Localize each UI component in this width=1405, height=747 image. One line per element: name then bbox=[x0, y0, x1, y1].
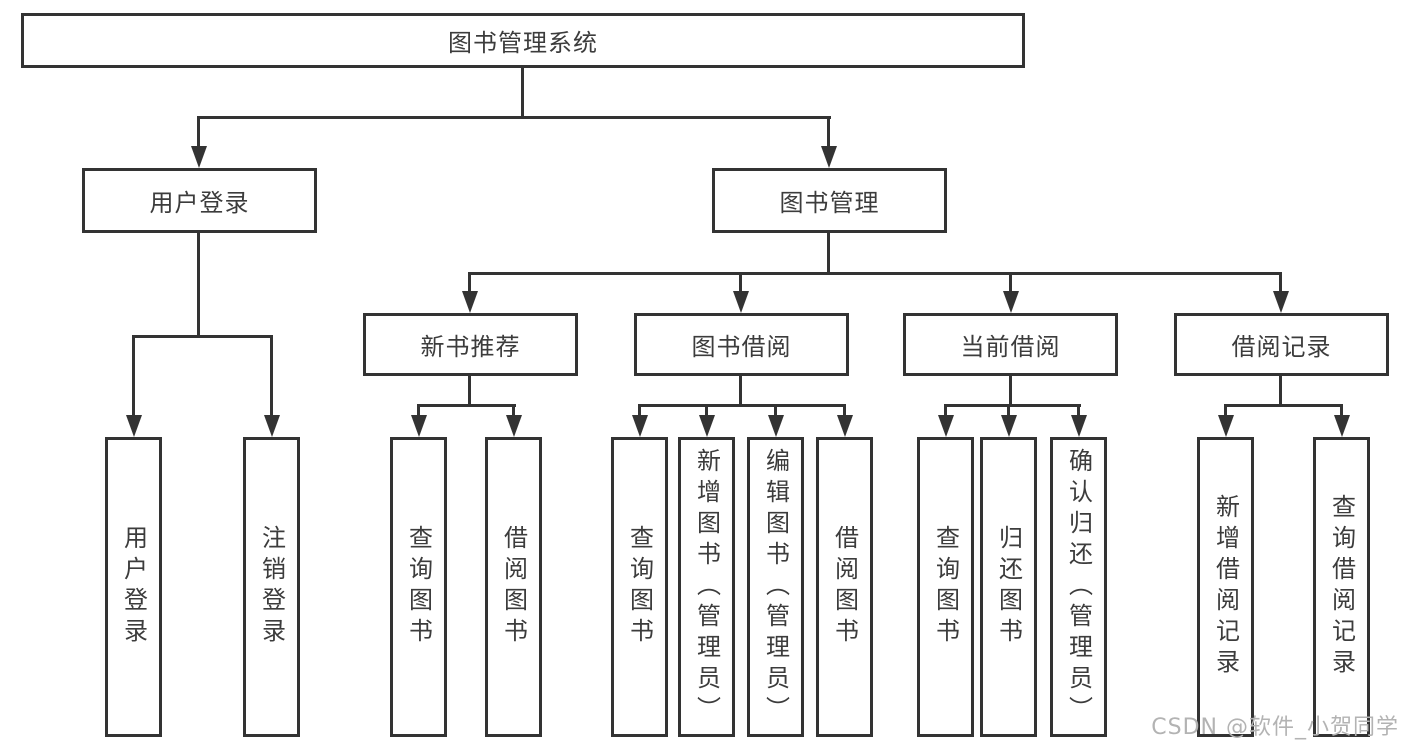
arrowhead bbox=[1334, 415, 1350, 437]
arrowhead bbox=[1071, 415, 1087, 437]
node-library-management-system: 图书管理系统 bbox=[21, 13, 1025, 68]
edge-to-book-mgmt bbox=[827, 116, 830, 150]
arrowhead bbox=[411, 415, 427, 437]
leaf-add-books-admin: 新增图书（管理员） bbox=[678, 437, 735, 737]
edge-to-leaf bbox=[1340, 404, 1343, 418]
arrowhead bbox=[264, 415, 280, 437]
leaf-label: 新增借阅记录 bbox=[1211, 494, 1240, 680]
arrowhead bbox=[821, 146, 837, 168]
edge-branch bbox=[1224, 404, 1343, 407]
node-label: 当前借阅 bbox=[960, 333, 1061, 361]
edge-to-level3 bbox=[739, 272, 742, 292]
edge-stem bbox=[739, 376, 742, 407]
node-user-login: 用户登录 bbox=[82, 168, 317, 233]
node-book-borrowing: 图书借阅 bbox=[634, 313, 849, 376]
arrowhead bbox=[1003, 291, 1019, 313]
arrowhead bbox=[1218, 415, 1234, 437]
arrowhead bbox=[506, 415, 522, 437]
node-label: 图书借阅 bbox=[691, 333, 792, 361]
arrowhead bbox=[837, 415, 853, 437]
arrowhead bbox=[126, 415, 142, 437]
leaf-logout: 注销登录 bbox=[243, 437, 300, 737]
node-borrowing-records: 借阅记录 bbox=[1174, 313, 1389, 376]
leaf-label: 查询借阅记录 bbox=[1327, 494, 1356, 680]
leaf-borrow-books-2: 借阅图书 bbox=[816, 437, 873, 737]
edge-branch bbox=[417, 404, 516, 407]
leaf-label: 确认归还（管理员） bbox=[1064, 447, 1093, 727]
edge-root-branch bbox=[197, 116, 831, 119]
node-label: 用户登录 bbox=[149, 189, 250, 217]
edge-branch bbox=[638, 404, 846, 407]
edge-to-leaf bbox=[270, 335, 273, 417]
edge-userlogin-stem bbox=[197, 233, 200, 338]
node-current-borrowing: 当前借阅 bbox=[903, 313, 1118, 376]
edge-to-level3 bbox=[468, 272, 471, 292]
leaf-edit-books-admin: 编辑图书（管理员） bbox=[747, 437, 804, 737]
leaf-query-borrow-record: 查询借阅记录 bbox=[1313, 437, 1370, 737]
edge-to-level3 bbox=[1009, 272, 1012, 292]
leaf-user-login: 用户登录 bbox=[105, 437, 162, 737]
edge-to-leaf bbox=[417, 404, 420, 418]
arrowhead bbox=[768, 415, 784, 437]
node-new-book-recommendation: 新书推荐 bbox=[363, 313, 578, 376]
leaf-label: 借阅图书 bbox=[830, 525, 859, 649]
leaf-label: 借阅图书 bbox=[499, 525, 528, 649]
leaf-label: 查询图书 bbox=[931, 525, 960, 649]
edge-stem bbox=[1009, 376, 1012, 407]
leaf-label: 编辑图书（管理员） bbox=[761, 447, 790, 727]
leaf-query-books-2: 查询图书 bbox=[611, 437, 668, 737]
arrowhead bbox=[1001, 415, 1017, 437]
edge-to-leaf bbox=[705, 404, 708, 418]
csdn-watermark: CSDN @软件_小贺同学 bbox=[1151, 715, 1399, 740]
node-label: 图书管理系统 bbox=[448, 29, 598, 57]
edge-userlogin-branch bbox=[132, 335, 273, 338]
node-label: 图书管理 bbox=[779, 189, 880, 217]
arrowhead bbox=[699, 415, 715, 437]
edge-root-stem bbox=[521, 68, 524, 119]
edge-to-leaf bbox=[774, 404, 777, 418]
edge-to-leaf bbox=[1224, 404, 1227, 418]
node-label: 新书推荐 bbox=[420, 333, 521, 361]
leaf-label: 查询图书 bbox=[404, 525, 433, 649]
edge-to-leaf bbox=[1007, 404, 1010, 418]
arrowhead bbox=[191, 146, 207, 168]
leaf-label: 用户登录 bbox=[119, 525, 148, 649]
edge-to-user-login bbox=[197, 116, 200, 150]
arrowhead bbox=[938, 415, 954, 437]
edge-to-leaf bbox=[843, 404, 846, 418]
edge-to-level3 bbox=[1279, 272, 1282, 292]
edge-stem bbox=[468, 376, 471, 407]
edge-bookmgmt-branch bbox=[468, 272, 1282, 275]
edge-to-leaf bbox=[1077, 404, 1080, 418]
arrowhead bbox=[462, 291, 478, 313]
node-book-management: 图书管理 bbox=[712, 168, 947, 233]
leaf-borrow-books-1: 借阅图书 bbox=[485, 437, 542, 737]
edge-branch bbox=[944, 404, 1081, 407]
leaf-add-borrow-record: 新增借阅记录 bbox=[1197, 437, 1254, 737]
leaf-query-books-3: 查询图书 bbox=[917, 437, 974, 737]
arrowhead bbox=[632, 415, 648, 437]
edge-to-leaf bbox=[512, 404, 515, 418]
node-label: 借阅记录 bbox=[1231, 333, 1332, 361]
leaf-label: 归还图书 bbox=[994, 525, 1023, 649]
leaf-label: 注销登录 bbox=[257, 525, 286, 649]
edge-to-leaf bbox=[132, 335, 135, 417]
arrowhead bbox=[1273, 291, 1289, 313]
leaf-return-books: 归还图书 bbox=[980, 437, 1037, 737]
leaf-query-books-1: 查询图书 bbox=[390, 437, 447, 737]
leaf-confirm-return-admin: 确认归还（管理员） bbox=[1050, 437, 1107, 737]
edge-bookmgmt-stem bbox=[827, 233, 830, 275]
leaf-label: 新增图书（管理员） bbox=[692, 447, 721, 727]
edge-to-leaf bbox=[944, 404, 947, 418]
arrowhead bbox=[733, 291, 749, 313]
edge-to-leaf bbox=[638, 404, 641, 418]
edge-stem bbox=[1279, 376, 1282, 407]
leaf-label: 查询图书 bbox=[625, 525, 654, 649]
